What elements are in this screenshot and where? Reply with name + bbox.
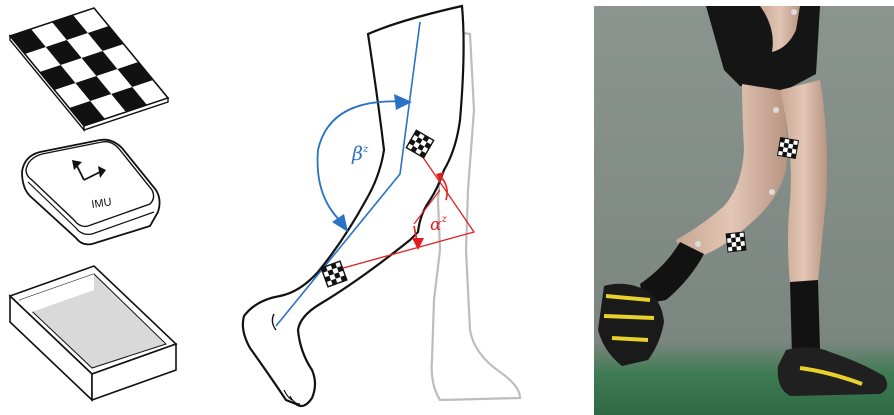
marker-cell [782, 152, 787, 157]
marker-cell [778, 146, 783, 151]
photo-reflective-dot [773, 107, 779, 113]
alpha-label: αz [430, 214, 447, 235]
photo-reflective-dot [695, 241, 701, 247]
marker-cell [792, 144, 797, 149]
marker-cell [727, 242, 732, 247]
photo-reflective-dot [791, 9, 797, 15]
leg-diagram: βz αz [243, 6, 520, 406]
marker-cell [791, 153, 796, 158]
imu-sensor-illustration: IMU [22, 140, 160, 245]
marker-cell [726, 234, 731, 239]
checkerboard-marker-illustration [10, 8, 168, 130]
marker-cell [789, 139, 794, 144]
photo-reflective-dot [769, 189, 775, 195]
marker-cell [735, 233, 740, 238]
marker-cell [780, 138, 785, 143]
marker-cell [736, 242, 741, 247]
beta-label: βz [351, 143, 369, 165]
front-sock [790, 280, 820, 356]
marker-cell [741, 246, 746, 251]
imu-body-outline [22, 140, 160, 245]
marker-cell [787, 148, 792, 153]
photo-thigh-marker [778, 138, 799, 159]
marker-cell [732, 246, 737, 251]
marker-cell [731, 238, 736, 243]
beta-arrowhead-bottom [332, 214, 348, 232]
main-leg-outline [243, 6, 464, 406]
sensor-housing-box-illustration [10, 266, 176, 400]
walking-photo [594, 6, 894, 415]
marker-cell [784, 143, 789, 148]
marker-cell [740, 237, 745, 242]
photo-shank-marker [726, 232, 746, 252]
